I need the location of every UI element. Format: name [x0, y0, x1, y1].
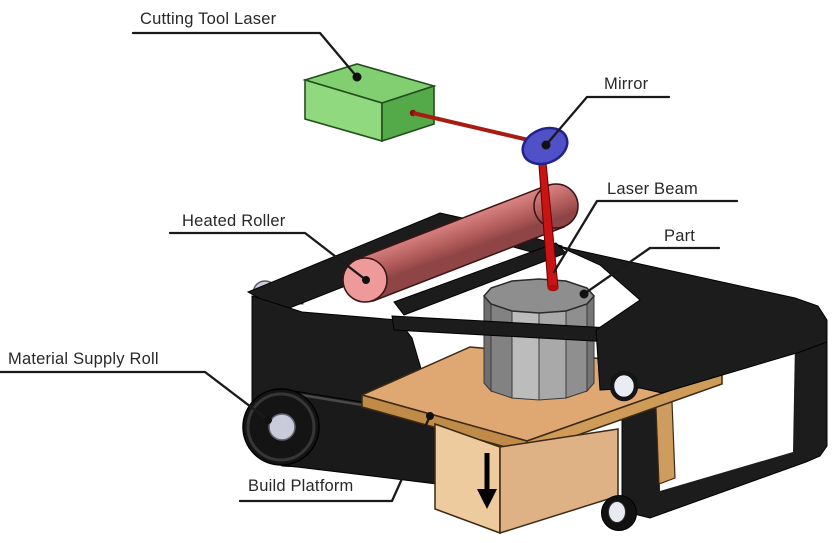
guide-roller [609, 370, 639, 402]
label-build-platform: Build Platform [248, 477, 354, 495]
material-supply-roll [242, 388, 438, 485]
down-arrow-icon [477, 453, 497, 509]
heated-roller [342, 183, 579, 303]
frame-wheel [601, 495, 637, 531]
frame-top-slab [557, 245, 828, 394]
label-cutting-tool-laser: Cutting Tool Laser [140, 10, 277, 28]
laser-spot [547, 284, 559, 292]
label-laser-beam: Laser Beam [607, 180, 698, 198]
leader-lines [0, 31, 739, 503]
label-mirror: Mirror [604, 75, 649, 93]
label-part: Part [664, 227, 695, 245]
build-platform-box [434, 422, 619, 535]
supply-roll-hub [268, 413, 296, 441]
frame-window [658, 342, 795, 491]
cutting-tool-laser-box [302, 63, 437, 143]
labels: Cutting Tool Laser Mirror Laser Beam Par… [8, 10, 698, 495]
part-top-face [483, 278, 595, 314]
label-heated-roller: Heated Roller [182, 212, 286, 230]
label-material-supply-roll: Material Supply Roll [8, 350, 159, 368]
